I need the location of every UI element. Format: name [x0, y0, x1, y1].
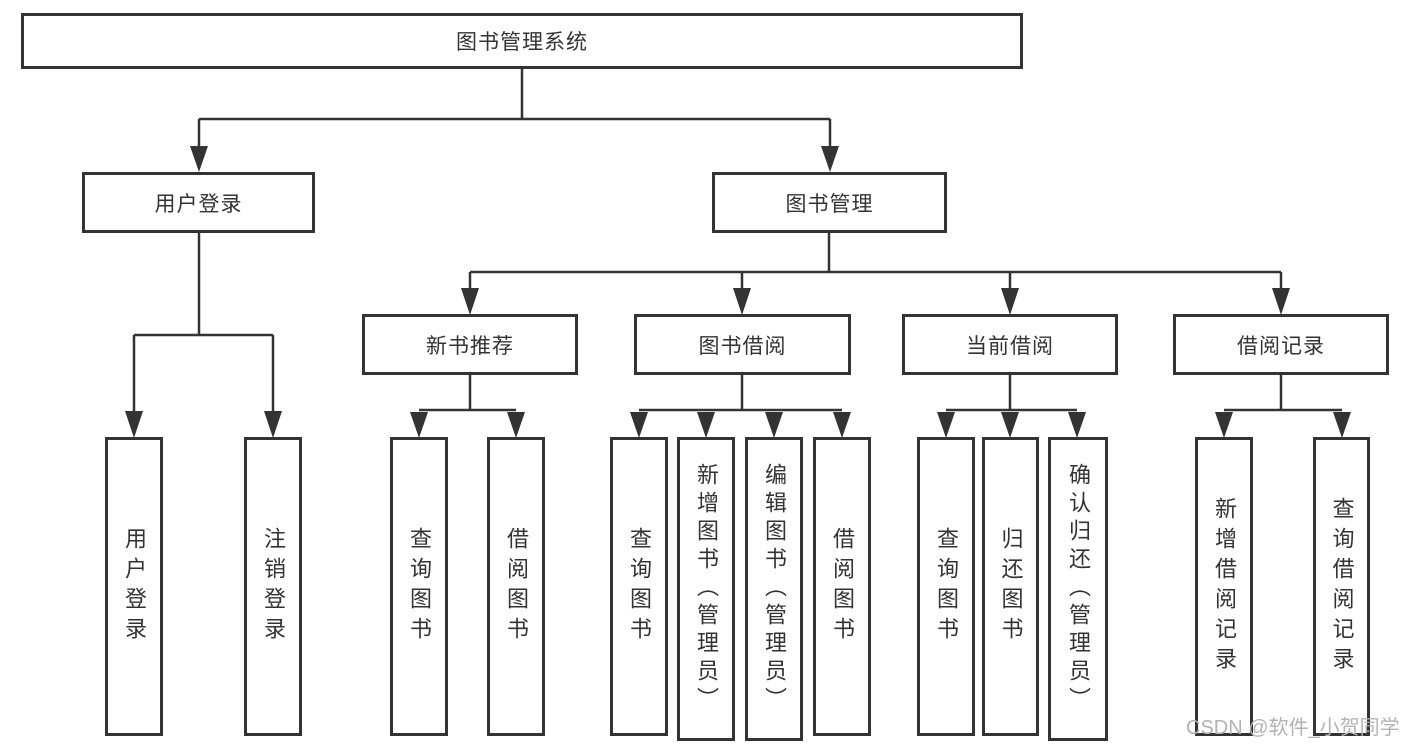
arrowhead-book-borrow — [733, 288, 751, 315]
leaf-br-query-borrow-record: 查询借阅记录 — [1313, 437, 1370, 736]
leaf-logout: 注销登录 — [244, 437, 302, 736]
leaf-nbr-borrow-books: 借阅图书 — [487, 437, 545, 736]
leaf-br-query-borrow-record-label: 查询借阅记录 — [1329, 496, 1355, 677]
node-book-borrow: 图书借阅 — [634, 314, 851, 375]
leaf-cb-return-books-label: 归还图书 — [998, 526, 1024, 647]
arrowhead-cb-query — [937, 412, 955, 438]
arrowhead-nbr-borrow — [507, 412, 525, 438]
arrowhead-cb-confirm — [1068, 412, 1086, 438]
arrowhead-br-add — [1215, 412, 1233, 438]
leaf-logout-label: 注销登录 — [261, 526, 286, 647]
arrowhead-bb-query — [630, 412, 648, 438]
leaf-bb-add-book-admin-label: 新增图书（管理员） — [694, 463, 719, 715]
leaf-br-add-borrow-record-label: 新增借阅记录 — [1212, 496, 1237, 677]
arrowhead-leaf-logout — [264, 411, 282, 438]
arrowhead-borrow-records — [1272, 288, 1290, 315]
arrowhead-user-login — [190, 146, 208, 172]
node-current-borrow-label: 当前借阅 — [966, 334, 1054, 358]
leaf-user-login-label: 用户登录 — [122, 526, 147, 647]
leaf-nbr-borrow-books-label: 借阅图书 — [504, 526, 529, 647]
leaf-bb-query-books: 查询图书 — [610, 437, 668, 736]
node-new-book-recommend-label: 新书推荐 — [426, 334, 514, 358]
leaf-bb-query-books-label: 查询图书 — [627, 526, 652, 647]
arrowhead-current-borrow — [1001, 288, 1019, 315]
arrowhead-leaf-user-login — [125, 411, 143, 438]
arrowhead-nbr-query — [410, 412, 428, 438]
leaf-nbr-query-books-label: 查询图书 — [407, 526, 432, 647]
leaf-cb-confirm-return-admin-label: 确认归还（管理员） — [1066, 463, 1091, 715]
watermark-text: CSDN @软件_小贺同学 — [1186, 717, 1400, 739]
arrowhead-cb-return — [1001, 412, 1019, 438]
leaf-bb-edit-book-admin-label: 编辑图书（管理员） — [762, 463, 787, 715]
node-root-system-label: 图书管理系统 — [456, 31, 588, 54]
arrowhead-bb-edit — [765, 412, 783, 438]
node-user-login: 用户登录 — [82, 172, 315, 233]
leaf-cb-return-books: 归还图书 — [982, 437, 1039, 736]
leaf-cb-query-books-label: 查询图书 — [934, 526, 959, 647]
arrowhead-bb-borrow — [833, 412, 851, 438]
arrowhead-bb-add — [697, 412, 715, 438]
leaf-cb-query-books: 查询图书 — [917, 437, 975, 736]
leaf-bb-borrow-books-label: 借阅图书 — [830, 526, 855, 647]
leaf-bb-edit-book-admin: 编辑图书（管理员） — [745, 437, 803, 741]
arrowhead-new-book-recommend — [461, 288, 479, 315]
node-borrow-records-label: 借阅记录 — [1237, 334, 1325, 358]
node-current-borrow: 当前借阅 — [902, 314, 1118, 375]
node-new-book-recommend: 新书推荐 — [362, 314, 578, 375]
arrowhead-book-management — [821, 146, 839, 172]
leaf-bb-borrow-books: 借阅图书 — [813, 437, 871, 736]
leaf-user-login: 用户登录 — [105, 437, 163, 736]
node-root-system: 图书管理系统 — [21, 13, 1023, 69]
leaf-nbr-query-books: 查询图书 — [390, 437, 448, 736]
node-borrow-records: 借阅记录 — [1173, 314, 1389, 375]
leaf-br-add-borrow-record: 新增借阅记录 — [1195, 437, 1253, 736]
node-book-management-label: 图书管理 — [785, 192, 874, 216]
leaf-cb-confirm-return-admin: 确认归还（管理员） — [1048, 437, 1108, 741]
node-user-login-label: 用户登录 — [154, 192, 243, 216]
node-book-borrow-label: 图书借阅 — [698, 334, 787, 358]
node-book-management: 图书管理 — [712, 172, 947, 233]
arrowhead-br-query — [1333, 412, 1351, 438]
leaf-bb-add-book-admin: 新增图书（管理员） — [677, 437, 735, 741]
